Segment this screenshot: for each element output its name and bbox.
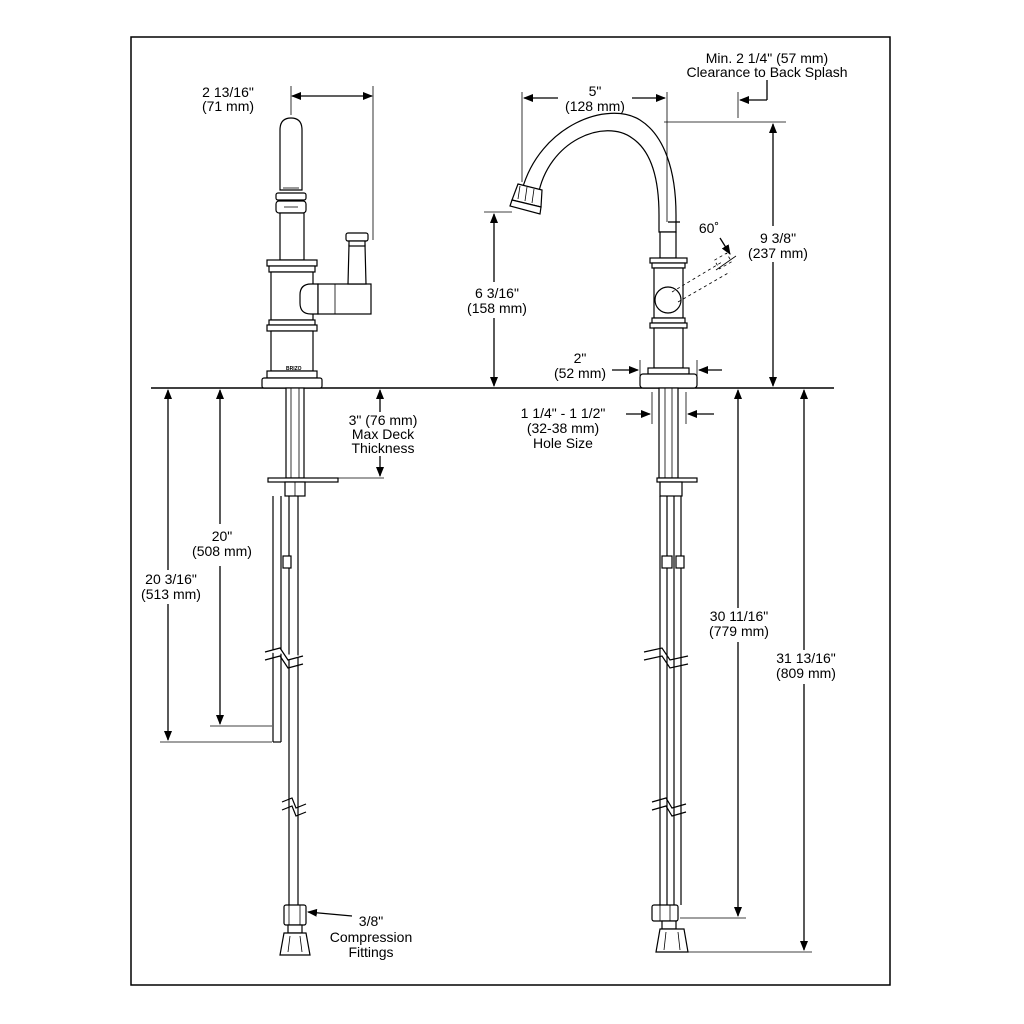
handle-reach-in: 2 13/16" [202,84,254,100]
front-view-labels: Min. 2 1/4" (57 mm) Clearance to Back Sp… [467,50,848,681]
front-view-faucet [509,112,733,389]
total-height-mm: (237 mm) [748,245,808,261]
shank-20-3-16-mm: (513 mm) [141,586,201,602]
side-view-supply [264,387,339,956]
max-deck-line3: Thickness [351,440,414,456]
supply-31-in: 31 13/16" [776,650,835,666]
compression-line2: Compression [330,929,412,945]
hole-size-label: Hole Size [533,435,593,451]
base-diameter-mm: (52 mm) [554,365,606,381]
handle-angle: 60˚ [699,220,719,236]
front-view-supply [643,387,698,953]
spout-reach-in: 5" [589,83,602,99]
side-view-faucet: BRIZO [261,117,372,389]
max-deck-line1: 3" (76 mm) [349,412,418,428]
supply-30-mm: (779 mm) [709,623,769,639]
hole-size-in: 1 1/4" - 1 1/2" [521,405,606,421]
base-diameter-in: 2" [574,350,587,366]
hole-size-mm: (32-38 mm) [527,420,599,436]
brand-mark: BRIZO [286,366,302,372]
max-deck-line2: Max Deck [352,426,415,442]
compression-line1: 3/8" [359,913,383,929]
supply-30-in: 30 11/16" [710,608,768,624]
total-height-in: 9 3/8" [760,230,796,246]
spout-height-in: 6 3/16" [475,285,519,301]
shank-20-3-16-in: 20 3/16" [145,571,197,587]
handle-reach-mm: (71 mm) [202,98,254,114]
back-splash-line2: Clearance to Back Splash [686,64,847,80]
side-view-labels: 2 13/16" (71 mm) 3" (76 mm) Max Deck Thi… [141,84,417,960]
drawing-frame [130,36,891,986]
supply-31-mm: (809 mm) [776,665,836,681]
shank-20-mm: (508 mm) [192,543,252,559]
spout-reach-mm: (128 mm) [565,98,625,114]
shank-20-in: 20" [212,528,233,544]
front-view-dimensions [484,80,812,953]
compression-line3: Fittings [348,944,393,960]
back-splash-line1: Min. 2 1/4" (57 mm) [706,50,828,66]
spout-height-mm: (158 mm) [467,300,527,316]
side-view-dimensions [160,86,384,917]
